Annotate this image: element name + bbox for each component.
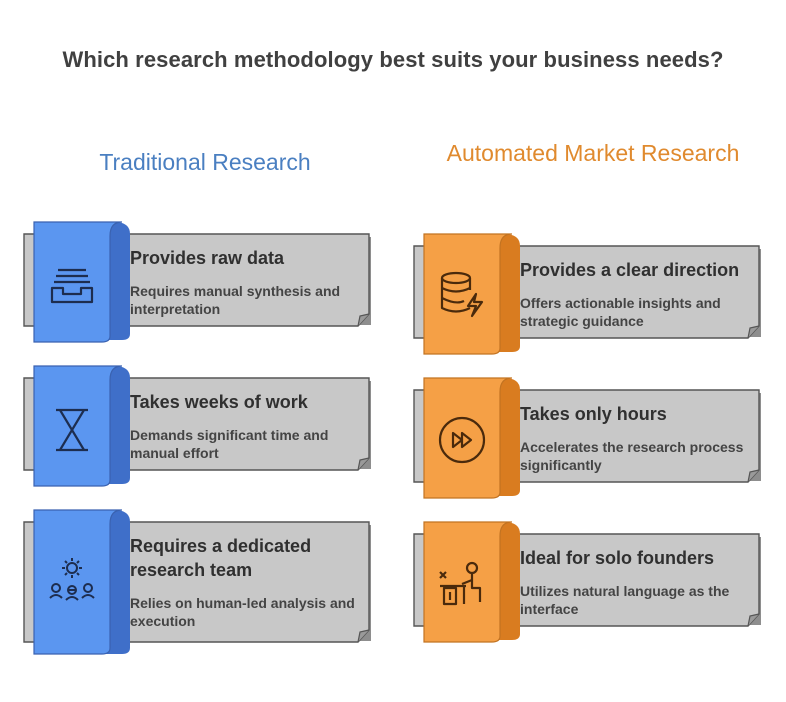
- card-background: [413, 521, 761, 643]
- automated-research-heading: Automated Market Research: [446, 140, 740, 166]
- card-title: Provides a clear direction: [520, 260, 740, 280]
- team-gear-icon: [46, 554, 98, 606]
- card-description: Utilizes natural language as the interfa…: [520, 583, 730, 617]
- inbox-tray-icon: [46, 262, 98, 314]
- page-title: Which research methodology best suits yo…: [62, 47, 724, 72]
- card-description: Requires manual synthesis and interpreta…: [130, 283, 341, 317]
- card-title: Provides raw data: [130, 248, 285, 268]
- card-background: [23, 365, 371, 487]
- card-title: Ideal for solo founders: [520, 548, 715, 568]
- person-at-desk-icon: [436, 558, 488, 610]
- card-takes-hours: Takes only hours Accelerates the researc…: [412, 376, 772, 524]
- card-description: Offers actionable insights and strategic…: [520, 295, 721, 329]
- card-background: [413, 377, 761, 499]
- card-solo-founders: Ideal for solo founders Utilizes natural…: [412, 520, 772, 668]
- card-clear-direction: Provides a clear direction Offers action…: [412, 232, 772, 380]
- card-title: Requires a dedicated research team: [130, 536, 312, 580]
- fast-forward-icon: [436, 414, 488, 466]
- card-description: Demands significant time and manual effo…: [130, 427, 329, 461]
- card-description: Accelerates the research process signifi…: [520, 439, 744, 473]
- card-takes-weeks: Takes weeks of work Demands significant …: [22, 364, 382, 512]
- card-description: Relies on human-led analysis and executi…: [130, 595, 355, 629]
- card-dedicated-team: Requires a dedicated research team Relie…: [22, 508, 382, 656]
- card-background: [413, 233, 761, 355]
- card-provides-raw-data: Provides raw data Requires manual synthe…: [22, 220, 382, 368]
- card-title: Takes only hours: [520, 404, 667, 424]
- card-background: [23, 509, 371, 655]
- database-bolt-icon: [436, 268, 488, 320]
- traditional-research-heading: Traditional Research: [99, 149, 311, 175]
- hourglass-icon: [46, 404, 98, 456]
- card-title: Takes weeks of work: [130, 392, 308, 412]
